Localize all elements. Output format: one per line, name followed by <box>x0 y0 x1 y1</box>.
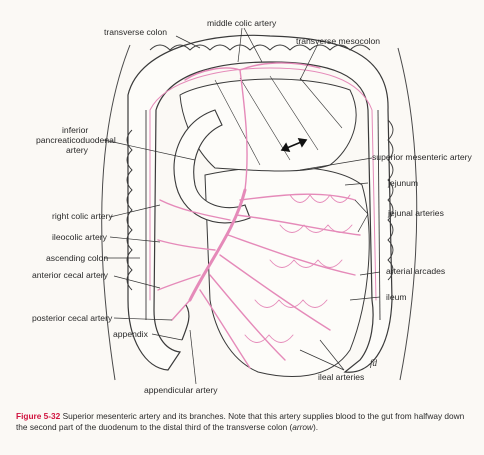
label-ileocolic-artery: ileocolic artery <box>52 232 107 242</box>
label-posterior-cecal-artery: posterior cecal artery <box>32 313 112 323</box>
caption-text-after: ). <box>313 422 318 432</box>
artist-initials: fd <box>370 358 377 368</box>
label-inferior-pancreaticoduodenal-line3: artery <box>66 145 88 155</box>
label-transverse-mesocolon: transverse mesocolon <box>296 36 380 46</box>
label-ileum: ileum <box>386 292 407 302</box>
label-appendicular-artery: appendicular artery <box>144 385 218 395</box>
caption-arrow-word: arrow <box>292 422 313 432</box>
label-arterial-arcades: arterial arcades <box>386 266 445 276</box>
label-appendix: appendix <box>113 329 148 339</box>
small-intestine <box>205 167 369 377</box>
superior-mesenteric-artery-illustration <box>0 0 484 410</box>
caption-text-before: Superior mesenteric artery and its branc… <box>16 411 464 432</box>
appendix <box>182 305 189 340</box>
label-ascending-colon: ascending colon <box>46 253 108 263</box>
label-jejunal-arteries: jejunal arteries <box>388 208 444 218</box>
label-anterior-cecal-artery: anterior cecal artery <box>32 270 108 280</box>
figure-number: Figure 5-32 <box>16 411 60 421</box>
label-transverse-colon: transverse colon <box>104 27 167 37</box>
label-superior-mesenteric-artery: superior mesenteric artery <box>372 152 472 162</box>
label-middle-colic-artery: middle colic artery <box>207 18 276 28</box>
label-inferior-pancreaticoduodenal-line1: inferior <box>62 125 88 135</box>
label-jejunum: jejunum <box>388 178 418 188</box>
figure-caption: Figure 5-32 Superior mesenteric artery a… <box>16 411 474 433</box>
label-ileal-arteries: ileal arteries <box>318 372 364 382</box>
label-inferior-pancreaticoduodenal-line2: pancreaticoduodenal <box>36 135 116 145</box>
label-right-colic-artery: right colic artery <box>52 211 113 221</box>
